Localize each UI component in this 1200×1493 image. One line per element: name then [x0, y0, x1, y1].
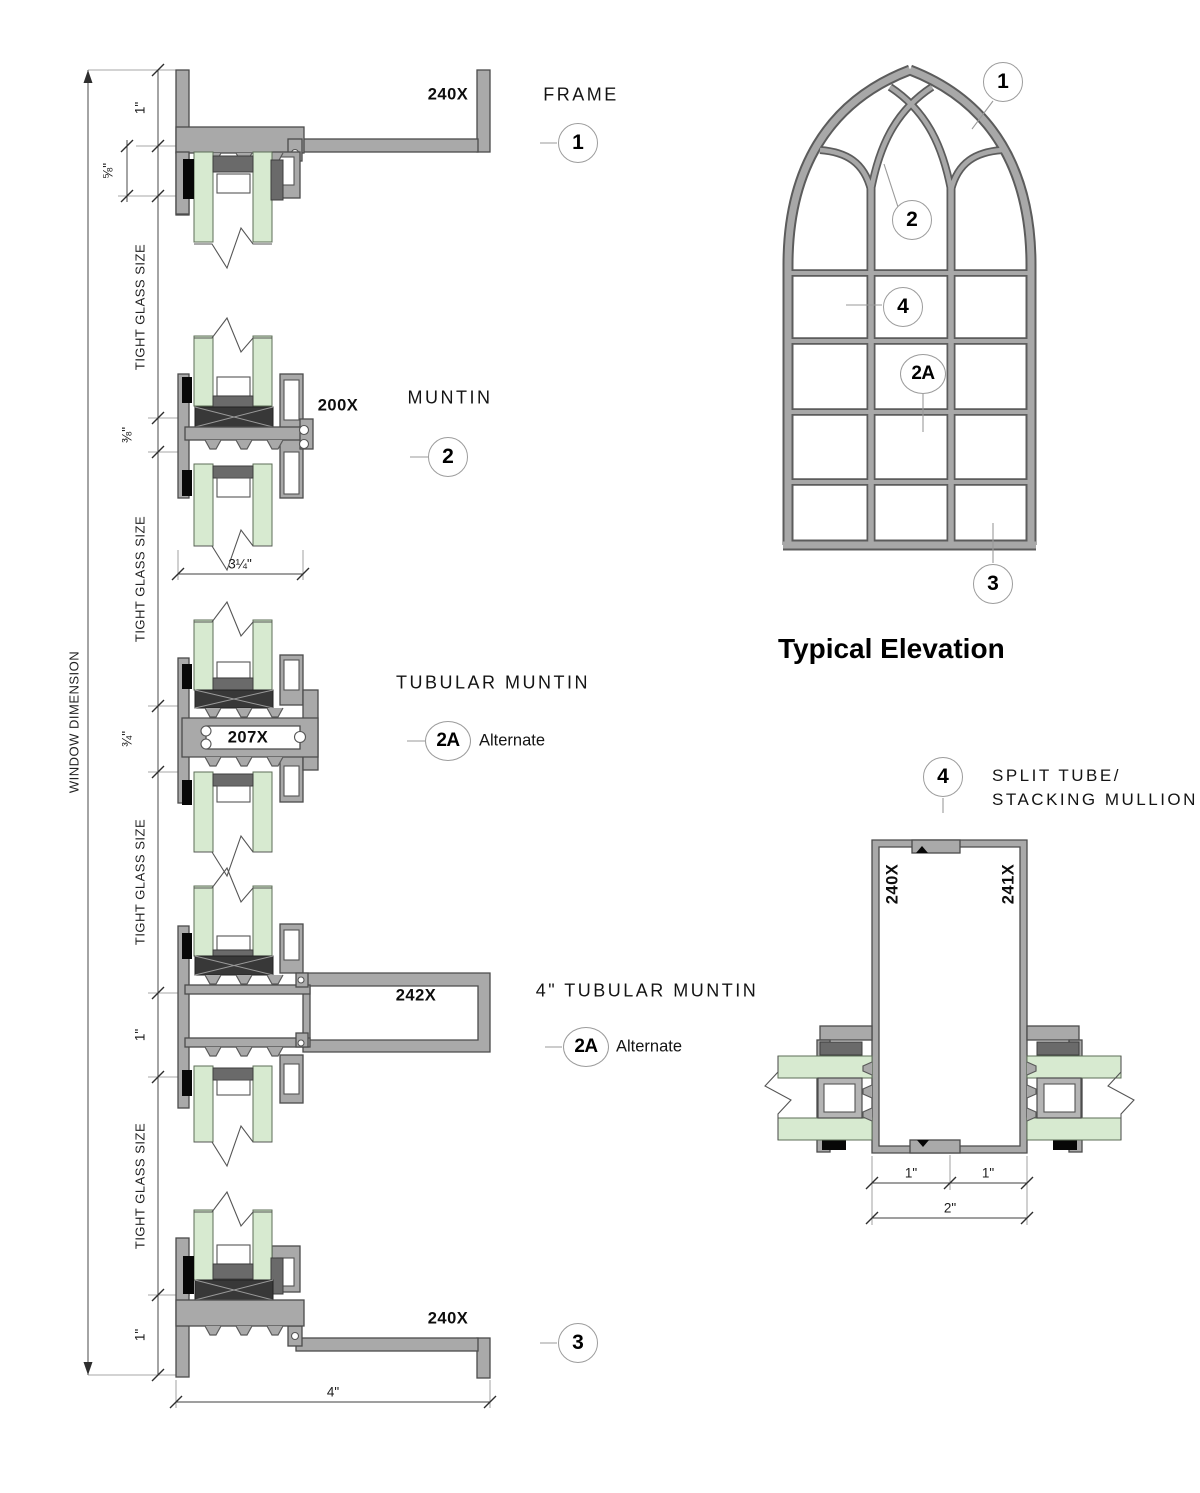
detail-muntin-drawing — [171, 316, 314, 581]
alternate-note-4in: Alternate — [615, 1037, 683, 1056]
callout-leaders — [407, 100, 994, 1344]
dim-label-5-8in: ⅝" — [100, 162, 116, 180]
profile-code-241x-split: 241X — [999, 863, 1018, 905]
detail-frame-head-drawing — [175, 69, 491, 270]
dim-label-3-1-4in: 3¼" — [228, 556, 252, 572]
elevation-callout-2: 2 — [892, 200, 932, 240]
split-tube-callout-4: 4 — [923, 757, 963, 797]
callout-3-number: 3 — [572, 1331, 584, 1354]
callout-2a-tubular: 2A — [425, 721, 471, 761]
tubular-muntin-label: TUBULAR MUNTIN — [395, 672, 591, 693]
dim-label-split-1in-left: 1" — [904, 1165, 918, 1181]
frame-label: FRAME — [543, 84, 619, 105]
elevation-callout-3-number: 3 — [987, 572, 999, 595]
elevation-title: Typical Elevation — [778, 633, 1005, 664]
callout-2a-4in-number: 2A — [574, 1036, 598, 1057]
split-tube-label-line2: STACKING MULLION — [992, 790, 1198, 809]
dim-label-3-8in: ⅜" — [119, 426, 135, 444]
dim-label-mid-1in: 1" — [132, 1028, 148, 1042]
dim-label-3-4in: ¾" — [119, 730, 135, 748]
window-dimension-label: WINDOW DIMENSION — [66, 650, 82, 794]
dim-label-split-1in-right: 1" — [981, 1165, 995, 1181]
tight-glass-size-label-3: TIGHT GLASS SIZE — [132, 818, 148, 946]
elevation-callout-4: 4 — [883, 287, 923, 327]
callout-2a-number: 2A — [436, 730, 460, 751]
callout-1-number: 1 — [572, 131, 584, 154]
dim-label-4in: 4" — [326, 1384, 340, 1400]
profile-code-240x-split: 240X — [883, 863, 902, 905]
tight-glass-size-label-4: TIGHT GLASS SIZE — [132, 1122, 148, 1250]
elevation-callout-1-number: 1 — [997, 70, 1009, 93]
profile-code-242x: 242X — [395, 986, 437, 1005]
elevation-callout-2a-number: 2A — [911, 363, 935, 384]
muntin-label: MUNTIN — [407, 387, 493, 408]
detail-frame-sill-drawing — [169, 1190, 497, 1409]
split-tube-drawing — [764, 839, 1135, 1225]
split-tube-label-line1: SPLIT TUBE/ — [992, 766, 1121, 785]
callout-2a-4in: 2A — [563, 1027, 609, 1067]
elevation-callout-3: 3 — [973, 564, 1013, 604]
dim-label-split-2in: 2" — [943, 1200, 957, 1216]
detail-4in-tubular-muntin-drawing — [177, 866, 491, 1168]
profile-code-207x: 207X — [227, 728, 269, 747]
dim-label-sill-1in: 1" — [132, 1328, 148, 1342]
callout-3: 3 — [558, 1323, 598, 1363]
profile-code-200x: 200X — [317, 396, 359, 415]
alternate-note-tubular: Alternate — [478, 731, 546, 750]
elevation-callout-4-number: 4 — [897, 295, 909, 318]
callout-2-number: 2 — [442, 445, 454, 468]
4in-tubular-muntin-label: 4" TUBULAR MUNTIN — [535, 980, 759, 1001]
elevation-callout-2-number: 2 — [906, 208, 918, 231]
detail-tubular-muntin-drawing — [177, 600, 319, 878]
dimension-chain — [83, 63, 195, 1382]
dim-label-head-1in: 1" — [132, 101, 148, 115]
profile-code-240x-sill: 240X — [427, 1309, 469, 1328]
elevation-callout-1: 1 — [983, 62, 1023, 102]
profile-code-240x-head: 240X — [427, 85, 469, 104]
split-tube-callout-4-number: 4 — [937, 765, 949, 788]
callout-2: 2 — [428, 437, 468, 477]
tight-glass-size-label-2: TIGHT GLASS SIZE — [132, 515, 148, 643]
tight-glass-size-label-1: TIGHT GLASS SIZE — [132, 243, 148, 371]
callout-1: 1 — [558, 123, 598, 163]
elevation-callout-2a: 2A — [900, 354, 946, 394]
